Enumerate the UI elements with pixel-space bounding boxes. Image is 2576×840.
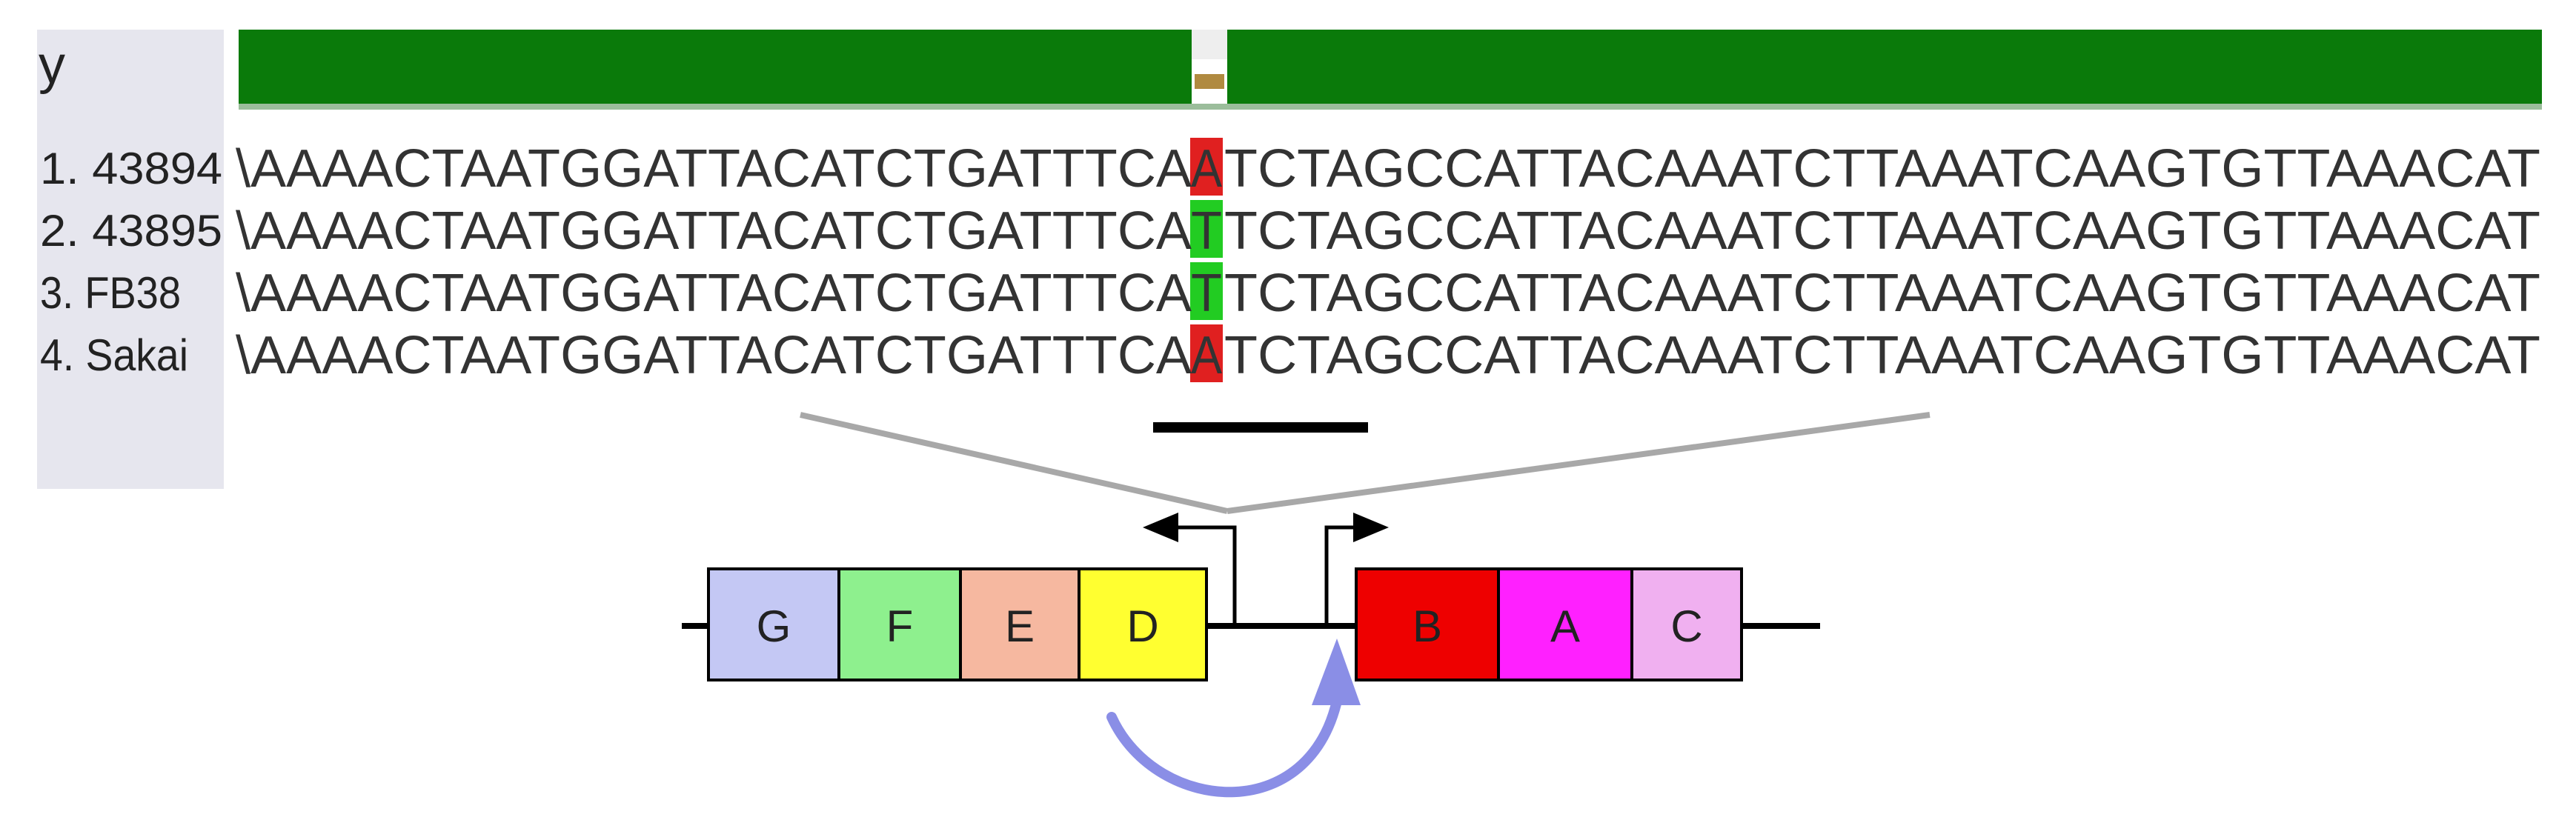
- operon-left: [707, 567, 1208, 681]
- header-char: y: [39, 36, 65, 95]
- zoom-line-left: [800, 412, 1228, 514]
- sequence-variant: T: [1191, 201, 1222, 261]
- sequence-name: 4. Sakai: [40, 330, 188, 380]
- variant-column: [1190, 138, 1223, 382]
- gene-box-c: [1630, 567, 1743, 681]
- gene-label: B: [1413, 601, 1442, 651]
- consensus-bar-gap: [1192, 30, 1227, 59]
- regulation-arrow: [1106, 639, 1361, 798]
- gene-label: C: [1670, 601, 1702, 651]
- sequence-right: TCTAGCCATTACAAATCTTAAATCAAGTGTTAAACAT: [1224, 201, 2540, 261]
- sequence-right: TCTAGCCATTACAAATCTTAAATCAAGTGTTAAACAT: [1224, 264, 2540, 323]
- alignment: 1. 43894 \AAAACTAATGGATTACATCTGATTTCA A …: [40, 139, 2540, 385]
- name-panel: [37, 30, 224, 489]
- sequence-right: TCTAGCCATTACAAATCTTAAATCAAGTGTTAAACAT: [1224, 139, 2540, 199]
- sequence-right: TCTAGCCATTACAAATCTTAAATCAAGTGTTAAACAT: [1224, 326, 2540, 385]
- gene-box-d: [1078, 567, 1208, 681]
- gene-label: D: [1126, 601, 1158, 651]
- sequence-variant: T: [1191, 264, 1222, 323]
- consensus-bar-gap-mark: [1195, 74, 1224, 89]
- alignment-row: 4. Sakai \AAAACTAATGGATTACATCTGATTTCA A …: [40, 326, 2540, 385]
- variant-bg-4: [1190, 324, 1223, 382]
- sequence-left: \AAAACTAATGGATTACATCTGATTTCA: [236, 139, 1192, 199]
- gene-label: E: [1005, 601, 1035, 651]
- zoom-line-right: [1226, 412, 1931, 514]
- consensus-bar-right: [1227, 30, 2542, 104]
- consensus-bar: [239, 30, 2542, 110]
- variant-bg-2: [1190, 200, 1223, 258]
- gene-box-a: [1497, 567, 1633, 681]
- gene-labels: G F E D B A C: [757, 601, 1703, 651]
- variant-bg-3: [1190, 262, 1223, 320]
- gene-label: F: [886, 601, 914, 651]
- sequence-left: \AAAACTAATGGATTACATCTGATTTCA: [236, 326, 1192, 385]
- alignment-row: 2. 43895 \AAAACTAATGGATTACATCTGATTTCA T …: [40, 201, 2540, 261]
- sequence-left: \AAAACTAATGGATTACATCTGATTTCA: [236, 264, 1192, 323]
- gene-box-b: [1355, 567, 1500, 681]
- operon-right: [1355, 567, 1743, 681]
- position-underline: [1153, 422, 1368, 433]
- sequence-name: 3. FB38: [40, 268, 181, 318]
- promoter-arrow-right: [1324, 513, 1389, 626]
- sequence-variant: A: [1191, 326, 1222, 385]
- consensus-bar-shadow: [239, 104, 2542, 110]
- gene-box-e: [959, 567, 1080, 681]
- sequence-variant: A: [1191, 139, 1222, 199]
- variant-bg-1: [1190, 138, 1223, 196]
- gene-label: A: [1550, 601, 1580, 651]
- sequence-name: 1. 43894: [40, 144, 222, 193]
- sequence-left: \AAAACTAATGGATTACATCTGATTTCA: [236, 201, 1192, 261]
- alignment-row: 3. FB38 \AAAACTAATGGATTACATCTGATTTCA T T…: [40, 264, 2540, 323]
- promoter-arrow-left: [1143, 513, 1237, 626]
- gene-label: G: [757, 601, 791, 651]
- sequence-name: 2. 43895: [40, 206, 222, 256]
- consensus-bar-left: [239, 30, 1192, 104]
- alignment-row: 1. 43894 \AAAACTAATGGATTACATCTGATTTCA A …: [40, 139, 2540, 199]
